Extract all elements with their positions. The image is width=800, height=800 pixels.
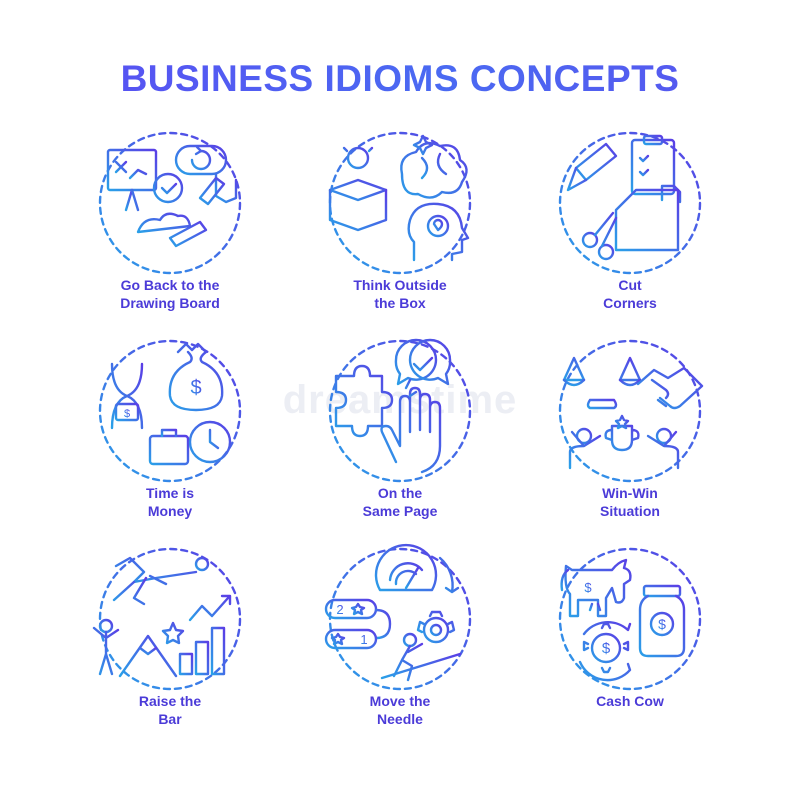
svg-text:$: $ <box>584 580 592 595</box>
cut-corners-icon <box>558 131 702 275</box>
win-win-icon <box>558 339 704 483</box>
svg-text:$: $ <box>602 640 611 657</box>
move-needle-icon: 2 1 <box>324 543 472 691</box>
drawing-board-icon <box>98 131 242 275</box>
raise-bar-icon <box>92 547 242 691</box>
svg-text:2: 2 <box>336 602 343 617</box>
svg-text:1: 1 <box>360 632 367 647</box>
svg-text:$: $ <box>124 408 130 420</box>
concept-cash-cow: $ $ $ Cash Cow <box>540 544 720 744</box>
time-money-icon: $ $ <box>98 339 242 483</box>
page-title: BUSINESS IDIOMS CONCEPTS <box>0 58 800 100</box>
svg-text:$: $ <box>658 616 666 632</box>
same-page-icon <box>328 338 472 483</box>
svg-text:$: $ <box>190 377 201 399</box>
concept-label: Cash Cow <box>596 693 664 709</box>
cash-cow-icon: $ $ $ <box>558 547 702 691</box>
think-outside-box-icon <box>328 131 472 275</box>
